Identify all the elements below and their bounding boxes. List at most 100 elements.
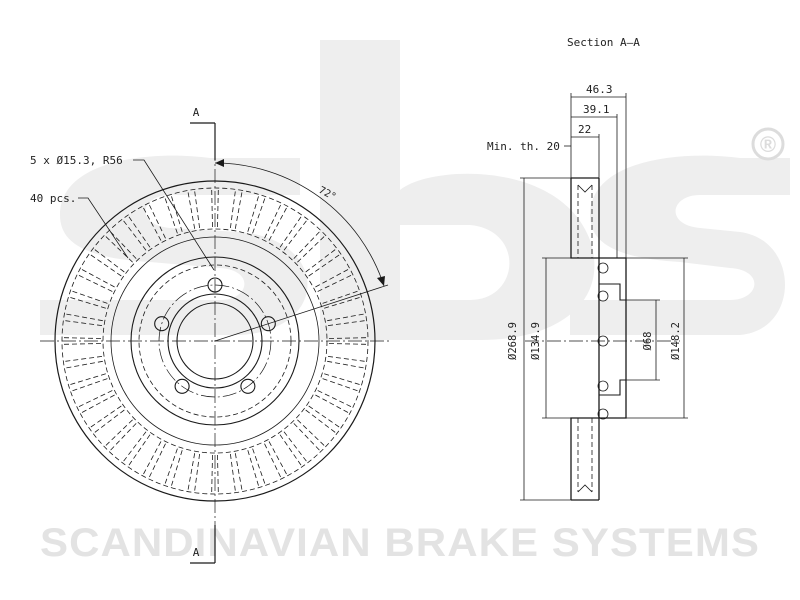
bolt-hole — [260, 316, 276, 332]
cooling-vane-line — [72, 378, 108, 392]
cooling-vane-line — [187, 192, 196, 229]
vanes-callout: 40 pcs. — [30, 192, 76, 205]
cooling-vane-line — [268, 207, 287, 241]
cooling-vane-line — [65, 320, 103, 326]
cooling-vane-line — [230, 453, 236, 491]
cooling-vane-line — [143, 441, 162, 475]
cooling-vane-line — [322, 378, 358, 392]
hat-inner-wall — [599, 283, 626, 301]
cooling-vane-line — [317, 390, 352, 407]
cooling-vane-line — [110, 423, 137, 451]
dim-hat-diameter: Ø134.9 — [530, 322, 542, 360]
cooling-vane-line — [123, 220, 147, 251]
cooling-vane-line — [297, 419, 325, 446]
section-marker-top: A — [193, 106, 200, 119]
cooling-vane-line — [194, 191, 200, 229]
cooling-vane-line — [123, 431, 147, 462]
cooling-vane-line — [171, 450, 183, 486]
cooling-vane-line — [187, 453, 196, 490]
cooling-vane-line — [65, 356, 103, 362]
cooling-vane-line — [283, 431, 307, 462]
registered-circle — [751, 127, 785, 161]
cooling-vane-line — [264, 443, 281, 478]
cooling-vane-line — [279, 216, 302, 248]
profile-upper-outer — [570, 178, 627, 500]
logo-s-right — [570, 155, 790, 335]
section-marker-bottom: A — [193, 546, 200, 559]
cooling-vane-line — [315, 394, 349, 413]
cooling-vane-line — [78, 390, 113, 407]
vane-chamfer-top — [577, 184, 593, 193]
cooling-vane-line — [293, 231, 320, 259]
angle-arrow-end — [377, 276, 385, 286]
bolt-hole — [240, 378, 256, 394]
watermark-brand-text: SCANDINAVIAN BRAKE SYSTEMS — [40, 521, 760, 565]
cooling-vane-line — [143, 207, 162, 241]
bolt-hole — [174, 378, 190, 394]
bolt-hole — [154, 316, 170, 332]
cooling-vane-line — [234, 192, 243, 229]
hat-inner-wall-lower — [599, 379, 626, 396]
min-thickness-label: Min. th. 20 — [487, 140, 560, 153]
logo-b — [320, 40, 595, 340]
cooling-vane-line — [305, 409, 336, 433]
cooling-vane-line — [72, 290, 108, 304]
dim-center-bore: Ø68 — [642, 332, 654, 351]
dim-overall-height: 46.3 — [586, 83, 613, 96]
cooling-vane-line — [110, 231, 137, 259]
cooling-vane-line — [283, 220, 307, 251]
cooling-vane-line — [264, 204, 281, 239]
cooling-vane-line — [327, 313, 364, 322]
cooling-vane-line — [252, 448, 266, 484]
vertical-dimensions: Ø268.9 Ø134.9 Ø68 Ø148.2 — [507, 177, 688, 501]
cooling-vane-line — [230, 191, 236, 229]
dim-hat-height: 39.1 — [583, 103, 610, 116]
cooling-vane-line — [149, 204, 166, 239]
cooling-vane-line — [268, 441, 287, 475]
cooling-vane-line — [324, 373, 360, 385]
section-title: Section A–A — [567, 36, 640, 49]
dim-hat-outer: Ø148.2 — [670, 322, 682, 360]
dim-outer-diameter: Ø268.9 — [507, 322, 519, 360]
angle-arrow-start — [215, 159, 224, 167]
cooling-vane-line — [63, 343, 102, 345]
bolt-callout-leader — [133, 159, 215, 271]
cooling-vane-line — [234, 453, 243, 490]
section-hole-4 — [597, 380, 609, 392]
cooling-vane-line — [66, 360, 103, 369]
cooling-vane-line — [252, 198, 266, 234]
cooling-vane-line — [247, 196, 259, 232]
cooling-vane-line — [324, 297, 360, 309]
cooling-vane-line — [78, 275, 113, 292]
vane-chamfer-bottom — [577, 484, 593, 493]
front-view: A A 5 x Ø15.3, R56 40 pcs. 72° — [30, 106, 392, 564]
cooling-vane-line — [81, 394, 115, 413]
cooling-vane-line — [279, 434, 302, 466]
top-dimensions: 46.3 39.1 22 — [564, 83, 627, 258]
cooling-vane-line — [315, 269, 349, 288]
cooling-vane-line — [81, 269, 115, 288]
cooling-vane-line — [327, 320, 365, 326]
vanes-callout-leader — [78, 197, 129, 259]
cooling-vane-line — [105, 419, 133, 446]
cooling-vane-line — [317, 275, 352, 292]
cooling-vane-line — [247, 450, 259, 486]
cooling-vane-line — [94, 249, 125, 273]
section-profile — [525, 177, 680, 501]
cooling-vane-line — [217, 454, 219, 493]
section-hole-2 — [597, 290, 609, 302]
cooling-vane-line — [327, 360, 364, 369]
cooling-vane-line — [149, 443, 166, 478]
cooling-vane-line — [322, 290, 358, 304]
section-hole-1 — [597, 262, 609, 274]
cooling-vane-line — [171, 196, 183, 232]
section-hole-5 — [597, 408, 609, 420]
cooling-vane-line — [90, 254, 122, 277]
cooling-vane-line — [90, 405, 122, 428]
cooling-vane-line — [305, 249, 336, 273]
cooling-vane-line — [217, 189, 219, 228]
cooling-vane-line — [328, 337, 367, 339]
cooling-vane-line — [308, 254, 340, 277]
angle-arc — [214, 162, 385, 287]
cooling-vane-line — [164, 198, 178, 234]
